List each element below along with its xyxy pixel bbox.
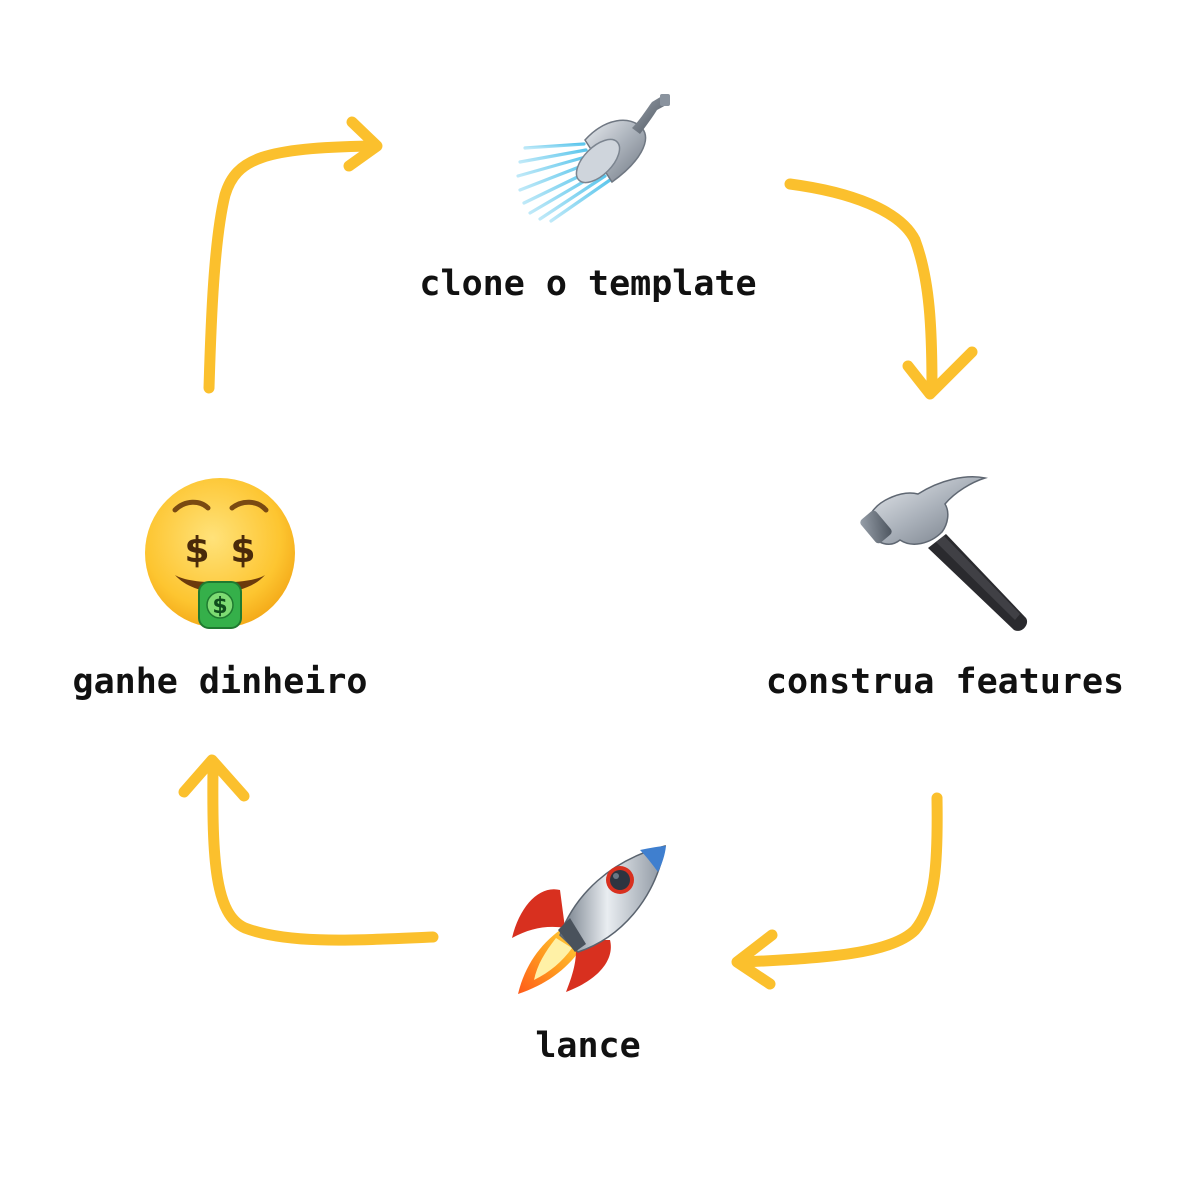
arrow-launch-to-earn-head <box>178 754 250 802</box>
arrow-build-to-launch <box>731 792 943 990</box>
svg-text:$: $ <box>230 530 255 571</box>
step-label-clone: clone o template <box>419 264 757 304</box>
arrow-build-to-launch-head <box>731 929 778 990</box>
arrow-clone-to-build <box>784 178 978 400</box>
arrow-earn-to-clone-head <box>343 116 383 172</box>
arrow-earn-to-clone <box>203 116 383 394</box>
arrow-launch-to-earn-shaft <box>207 762 439 946</box>
step-label-build: construa features <box>765 662 1125 702</box>
step-label-earn: ganhe dinheiro <box>72 662 368 702</box>
arrow-launch-to-earn <box>178 754 439 946</box>
hammer-icon <box>860 476 1028 631</box>
svg-text:$: $ <box>184 530 209 571</box>
arrow-build-to-launch-shaft <box>739 792 943 968</box>
shower-icon <box>516 94 670 223</box>
svg-text:$: $ <box>212 594 227 619</box>
arrow-earn-to-clone-shaft <box>203 140 376 394</box>
step-label-launch: lance <box>535 1026 641 1066</box>
rocket-icon <box>512 844 666 994</box>
arrow-clone-to-build-head <box>902 346 978 400</box>
money-mouth-face-icon: $ $ $ <box>145 478 295 629</box>
arrow-clone-to-build-shaft <box>784 178 938 394</box>
